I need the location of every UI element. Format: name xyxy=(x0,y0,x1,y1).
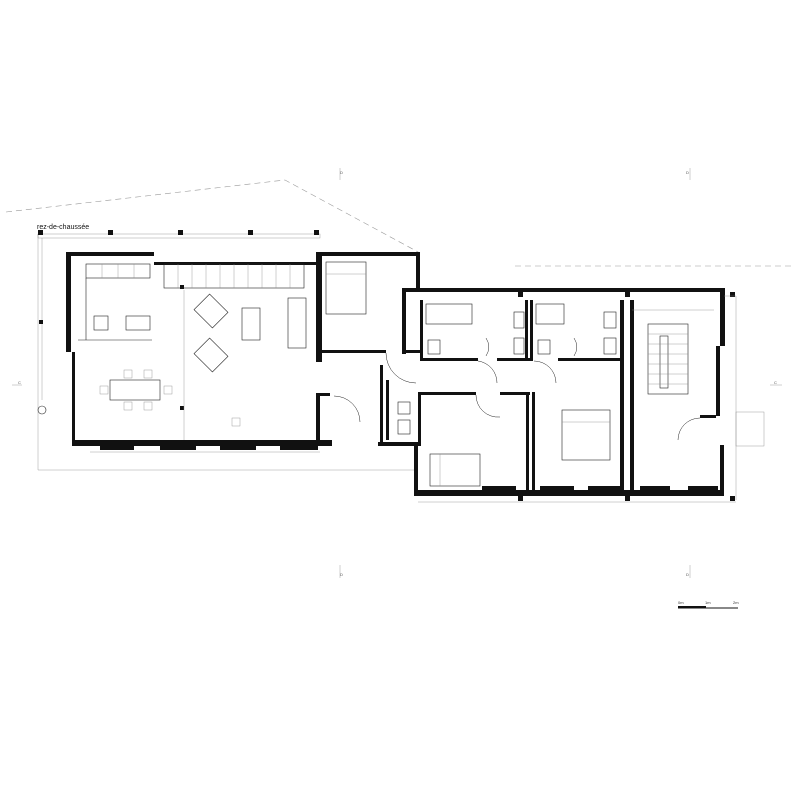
wc xyxy=(397,401,411,435)
windows xyxy=(90,440,736,503)
interior-walls xyxy=(316,300,716,492)
section-mark-bottom-right: D xyxy=(686,572,689,577)
living-stair xyxy=(163,263,305,289)
exterior-walls xyxy=(66,252,725,496)
columns xyxy=(180,285,735,501)
scale-label-1: 1m xyxy=(705,600,711,605)
bed-left xyxy=(429,453,481,487)
roof-outline xyxy=(5,179,795,267)
entrance-step xyxy=(724,295,765,500)
section-mark-top-left: D xyxy=(340,170,343,175)
bed-right xyxy=(561,409,611,461)
floor-label: rez-de-chaussée xyxy=(37,224,90,231)
bathroom-1 xyxy=(425,303,525,355)
kitchen xyxy=(78,263,152,341)
section-mark-top-right: D xyxy=(686,170,689,175)
section-axes xyxy=(12,168,782,578)
section-mark-right: C xyxy=(774,380,777,385)
section-mark-left: C xyxy=(18,380,21,385)
section-mark-bottom-left: D xyxy=(340,572,343,577)
lounge xyxy=(183,290,307,440)
doors xyxy=(333,337,701,441)
scale-bar xyxy=(678,606,738,609)
bathroom-2 xyxy=(535,303,617,355)
scale-label-2: 2m xyxy=(733,600,739,605)
scale-label-0: 0m xyxy=(678,600,684,605)
stair-right xyxy=(632,309,714,395)
dining-table xyxy=(99,369,173,411)
bed-top xyxy=(325,261,367,315)
terrace-frame xyxy=(37,230,415,471)
